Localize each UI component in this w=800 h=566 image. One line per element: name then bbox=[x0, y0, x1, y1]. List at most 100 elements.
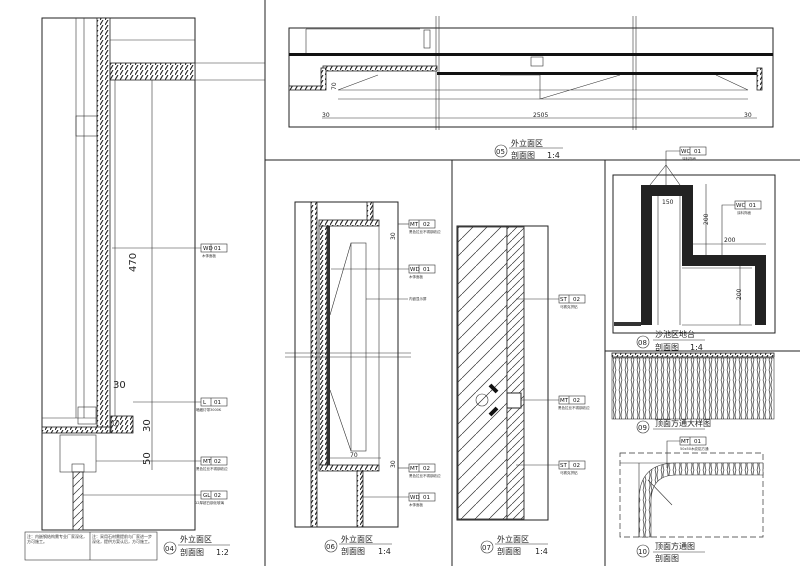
svg-text:顶面方通图: 顶面方通图 bbox=[655, 541, 695, 551]
material-tag-gl02: GL 02 12厚超白钢化玻璃 bbox=[83, 490, 228, 505]
svg-text:马赛克拼贴: 马赛克拼贴 bbox=[560, 470, 578, 475]
svg-text:GL: GL bbox=[203, 493, 211, 499]
svg-text:沙池区地台: 沙池区地台 bbox=[655, 329, 695, 339]
svg-text:06: 06 bbox=[326, 543, 335, 551]
callout-screen: 内嵌显示屏 bbox=[366, 296, 427, 301]
svg-text:07: 07 bbox=[482, 544, 491, 552]
svg-text:02: 02 bbox=[573, 398, 580, 404]
svg-text:09: 09 bbox=[638, 424, 647, 432]
dim-200-step: 200 bbox=[724, 237, 736, 244]
svg-text:50x50木纹铝方通: 50x50木纹铝方通 bbox=[680, 446, 709, 451]
svg-text:黑色拉丝不锈钢收边: 黑色拉丝不锈钢收边 bbox=[558, 405, 590, 410]
svg-text:MT: MT bbox=[681, 439, 690, 445]
svg-text:内嵌显示屏: 内嵌显示屏 bbox=[409, 296, 427, 301]
panel-05-section: 30 2505 30 70 05 外立面区 剖面图 1:4 bbox=[288, 16, 774, 160]
note-1: 注：内嵌钢结构需专业厂家深化，方可施工。 bbox=[27, 534, 87, 544]
svg-text:04: 04 bbox=[165, 545, 174, 553]
svg-text:08: 08 bbox=[638, 339, 647, 347]
caption-05: 05 外立面区 剖面图 1:4 bbox=[494, 138, 563, 160]
svg-text:黑色拉丝不锈钢收边: 黑色拉丝不锈钢收边 bbox=[409, 473, 441, 478]
dim-top-30: 30 bbox=[390, 232, 397, 240]
svg-text:WD: WD bbox=[203, 246, 213, 252]
svg-text:WD: WD bbox=[410, 267, 420, 273]
svg-text:10: 10 bbox=[638, 548, 647, 556]
svg-text:1:4: 1:4 bbox=[378, 547, 391, 556]
svg-text:1:4: 1:4 bbox=[690, 343, 703, 352]
svg-text:1:4: 1:4 bbox=[535, 547, 548, 556]
svg-text:ST: ST bbox=[560, 297, 567, 303]
svg-text:02: 02 bbox=[573, 463, 580, 469]
caption-04: 04 外立面区 剖面图 1:2 bbox=[163, 534, 230, 557]
material-tag-mt02: MT 02 黑色拉丝不锈钢收边 bbox=[96, 456, 228, 471]
svg-text:木饰面板: 木饰面板 bbox=[409, 274, 423, 279]
dim-30-gap: 30 bbox=[113, 380, 126, 391]
panel-04-section: 470 30 30 50 WD 01 木饰面板 L 01 暗藏灯带3000K M… bbox=[24, 17, 265, 561]
svg-text:L: L bbox=[203, 400, 207, 406]
dim-200-lower: 200 bbox=[736, 288, 743, 300]
svg-text:02: 02 bbox=[214, 459, 221, 465]
panel-09-detail: 09 顶面方通大样图 bbox=[611, 352, 775, 434]
dim-30-step: 30 bbox=[142, 419, 153, 432]
svg-text:05: 05 bbox=[496, 148, 505, 156]
svg-text:01: 01 bbox=[214, 400, 221, 406]
svg-text:剖面图: 剖面图 bbox=[341, 546, 365, 556]
dim-50-base: 50 bbox=[142, 452, 153, 465]
sheet-dividers bbox=[264, 0, 800, 566]
svg-text:木饰面板: 木饰面板 bbox=[202, 253, 216, 258]
svg-text:02: 02 bbox=[214, 493, 221, 499]
svg-text:01: 01 bbox=[423, 267, 430, 273]
dim-200-upper: 200 bbox=[703, 213, 710, 225]
material-tag-wd01: WD 01 木饰面板 bbox=[112, 243, 228, 258]
note-2: 注：采用石材需提前与厂家进一步深化，提供方案认后，方可施工。 bbox=[92, 534, 152, 544]
svg-text:黑色拉丝不锈钢收边: 黑色拉丝不锈钢收边 bbox=[196, 466, 228, 471]
dim-bottom-30: 30 bbox=[390, 460, 397, 468]
svg-text:01: 01 bbox=[749, 203, 756, 209]
svg-text:MT: MT bbox=[203, 459, 212, 465]
dim-left-30: 30 bbox=[322, 112, 330, 119]
svg-text:01: 01 bbox=[694, 439, 701, 445]
svg-text:黑色拉丝不锈钢收边: 黑色拉丝不锈钢收边 bbox=[409, 229, 441, 234]
svg-text:剖面图: 剖面图 bbox=[655, 342, 679, 352]
dim-70: 70 bbox=[350, 452, 358, 459]
svg-text:02: 02 bbox=[573, 297, 580, 303]
svg-text:02: 02 bbox=[423, 466, 430, 472]
svg-text:外立面区: 外立面区 bbox=[180, 534, 212, 544]
svg-text:1:4: 1:4 bbox=[547, 151, 560, 160]
svg-text:外立面区: 外立面区 bbox=[497, 534, 529, 544]
svg-text:02: 02 bbox=[423, 222, 430, 228]
dim-70: 70 bbox=[331, 82, 338, 90]
svg-text:木饰面板: 木饰面板 bbox=[409, 502, 423, 507]
svg-text:WC: WC bbox=[736, 203, 745, 209]
dim-150: 150 bbox=[662, 199, 674, 206]
svg-text:MT: MT bbox=[410, 222, 419, 228]
svg-text:剖面图: 剖面图 bbox=[655, 553, 679, 563]
svg-text:马赛克拼贴: 马赛克拼贴 bbox=[560, 304, 578, 309]
caption-09: 09 顶面方通大样图 bbox=[636, 418, 711, 434]
svg-text:剖面图: 剖面图 bbox=[180, 547, 204, 557]
svg-text:外立面区: 外立面区 bbox=[511, 138, 543, 148]
notes-box: 注：内嵌钢结构需专业厂家深化，方可施工。 注：采用石材需提前与厂家进一步深化，提… bbox=[24, 531, 158, 561]
svg-text:1:2: 1:2 bbox=[216, 548, 229, 557]
material-tag-l01: L 01 暗藏灯带3000K bbox=[133, 397, 228, 412]
svg-text:顶面方通大样图: 顶面方通大样图 bbox=[655, 418, 711, 428]
dim-right-30: 30 bbox=[744, 112, 752, 119]
svg-text:外立面区: 外立面区 bbox=[341, 534, 373, 544]
svg-text:01: 01 bbox=[423, 495, 430, 501]
svg-text:12厚超白钢化玻璃: 12厚超白钢化玻璃 bbox=[195, 500, 224, 505]
